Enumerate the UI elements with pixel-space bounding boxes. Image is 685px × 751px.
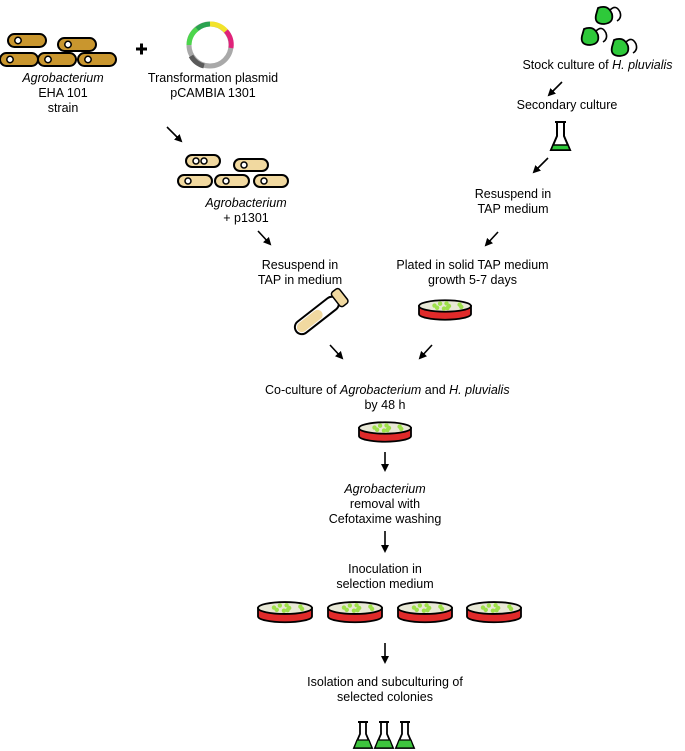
h-pluvialis-cells-icon xyxy=(580,5,638,57)
selection-dish-2-icon xyxy=(327,601,383,624)
selection-dish-3-icon xyxy=(397,601,453,624)
agrobacterium-p1301-name: Agrobacterium xyxy=(205,196,287,210)
removal-line-2: removal with xyxy=(349,497,421,511)
agrobacterium-p1301-label: Agrobacterium + p1301 xyxy=(196,196,296,226)
stock-culture-label: Stock culture of H. pluvialis xyxy=(520,58,675,73)
isolation-line-1: Isolation and subculturing of xyxy=(307,675,463,689)
coculture-line-1: Co-culture of Agrobacterium and H. pluvi… xyxy=(265,383,510,398)
agrobacterium-cluster-icon xyxy=(0,33,117,67)
coculture-dish-icon xyxy=(358,421,412,443)
p1301-line: + p1301 xyxy=(223,211,269,225)
colony-flask-icon xyxy=(373,721,395,749)
resuspend-tap-line-1: Resuspend in xyxy=(474,187,552,201)
plated-dish-icon xyxy=(418,299,472,321)
plasmid-label: Transformation plasmid pCAMBIA 1301 xyxy=(143,71,283,101)
isolation-line-2: selected colonies xyxy=(337,690,433,704)
removal-label: Agrobacterium removal with Cefotaxime wa… xyxy=(315,482,455,527)
colony-flask-icon xyxy=(394,721,416,749)
strain-line-1: EHA 101 xyxy=(38,86,88,100)
resuspend-agro-line-2: TAP in medium xyxy=(257,273,343,287)
flow-arrows xyxy=(166,81,563,664)
plasmid-line-1: Transformation plasmid xyxy=(147,71,279,85)
transformed-agrobacterium-icon xyxy=(177,154,289,188)
test-tube-icon xyxy=(293,287,349,336)
inoculation-line-1: Inoculation in xyxy=(348,562,422,576)
plasmid-line-2: pCAMBIA 1301 xyxy=(170,86,256,100)
selection-dish-1-icon xyxy=(257,601,313,624)
strain-line-2: strain xyxy=(47,101,79,115)
stock-prefix: Stock culture of xyxy=(522,58,613,72)
coculture-part1: Co-culture of xyxy=(265,383,341,397)
stock-species: H. pluvialis xyxy=(612,58,673,72)
agrobacterium-name: Agrobacterium xyxy=(22,71,104,85)
inoculation-line-2: selection medium xyxy=(336,577,434,591)
removal-agro: Agrobacterium xyxy=(344,482,426,496)
resuspend-tap-line-2: TAP medium xyxy=(477,202,549,216)
plasmid-ring-icon xyxy=(186,21,234,69)
coculture-part2: and xyxy=(421,383,450,397)
plated-line-1: Plated in solid TAP medium xyxy=(396,258,549,272)
agrobacterium-label: Agrobacterium EHA 101 strain xyxy=(8,71,118,116)
coculture-species: H. pluvialis xyxy=(449,383,510,397)
removal-line-3: Cefotaxime washing xyxy=(328,512,442,526)
coculture-agro: Agrobacterium xyxy=(340,383,422,397)
selection-dish-4-icon xyxy=(466,601,522,624)
plated-line-2: growth 5-7 days xyxy=(428,273,517,287)
coculture-label: Co-culture of Agrobacterium and H. pluvi… xyxy=(265,383,510,413)
plus-sign xyxy=(136,43,147,55)
plated-label: Plated in solid TAP medium growth 5-7 da… xyxy=(385,258,560,288)
colony-flask-icon xyxy=(352,721,374,749)
final-flasks-icon xyxy=(352,721,416,749)
resuspend-tap-label: Resuspend in TAP medium xyxy=(458,187,568,217)
coculture-line-2: by 48 h xyxy=(364,398,406,412)
secondary-culture-label: Secondary culture xyxy=(516,98,618,112)
resuspend-agro-label: Resuspend in TAP in medium xyxy=(245,258,355,288)
isolation-label: Isolation and subculturing of selected c… xyxy=(295,675,475,705)
culture-flask-icon xyxy=(549,121,572,151)
resuspend-agro-line-1: Resuspend in xyxy=(261,258,339,272)
inoculation-label: Inoculation in selection medium xyxy=(325,562,445,592)
